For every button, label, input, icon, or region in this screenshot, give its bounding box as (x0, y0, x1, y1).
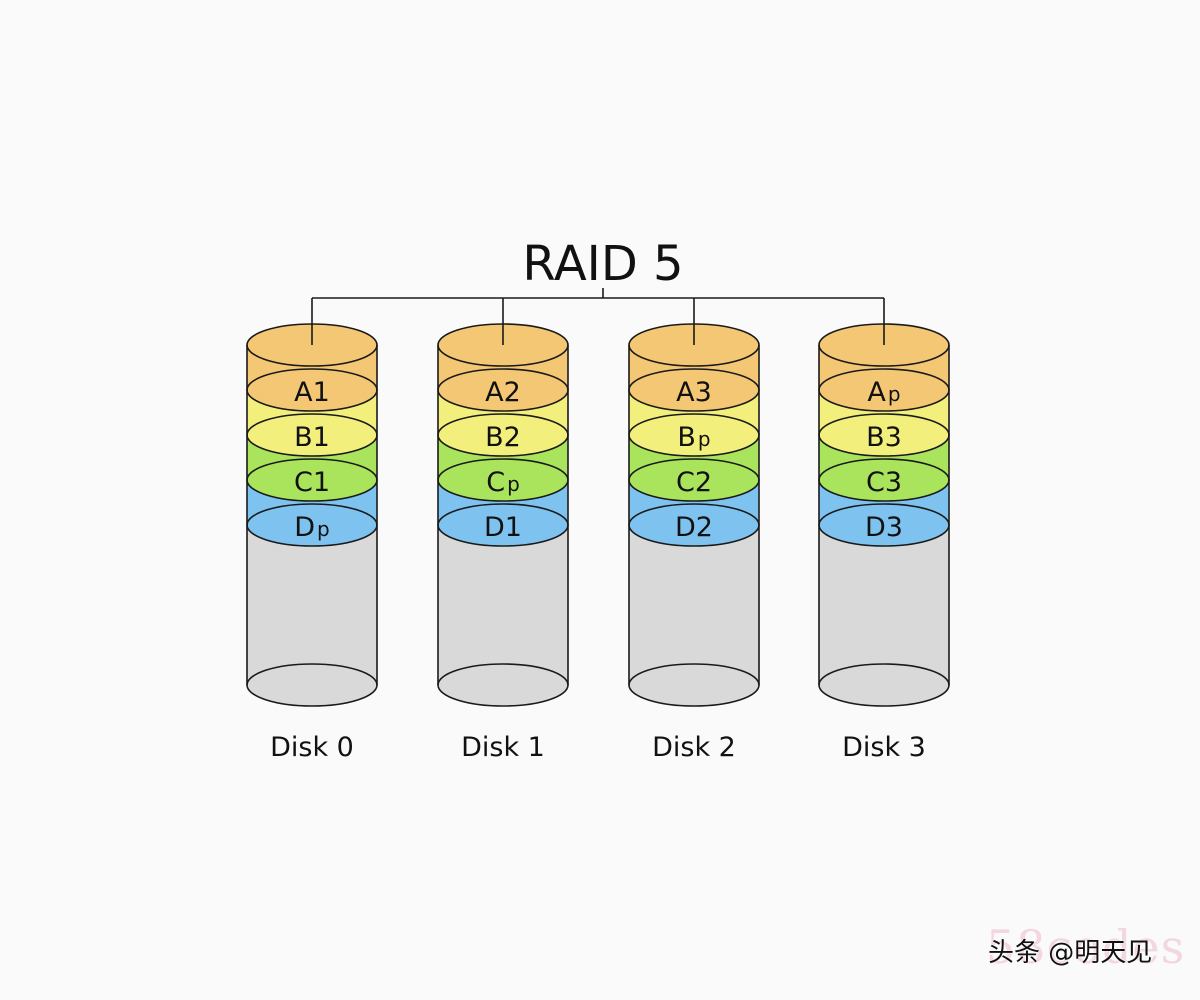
block-label-C2: C2 (676, 467, 712, 498)
disk-bottom (628, 663, 760, 707)
watermark: 58codes 头条 @明天见 (982, 920, 1184, 996)
block-label-A2: A2 (485, 377, 521, 408)
block-label-A1: A1 (294, 377, 330, 408)
block-label-D1: D1 (484, 512, 522, 543)
disk-label: Disk 3 (842, 732, 926, 763)
disk-bottom (246, 663, 378, 707)
block-label-C1: C1 (294, 467, 330, 498)
disk-bottom (818, 663, 950, 707)
block-label-D3: D3 (865, 512, 903, 543)
disk-bottom (437, 663, 569, 707)
disk-empty-space (438, 525, 568, 685)
watermark-site: 58codes (986, 920, 1186, 974)
disk-empty-space (247, 525, 377, 685)
disk-empty-space (629, 525, 759, 685)
connector-lines (312, 288, 884, 299)
block-label-B2: B2 (485, 422, 521, 453)
diagram-title: RAID 5 (522, 236, 683, 292)
disk-empty-space (819, 525, 949, 685)
disk-label: Disk 2 (652, 732, 736, 763)
block-label-A3: A3 (676, 377, 712, 408)
block-label-D2: D2 (675, 512, 713, 543)
disk-label: Disk 0 (270, 732, 354, 763)
disk-label: Disk 1 (461, 732, 545, 763)
block-label-C3: C3 (866, 467, 902, 498)
block-label-B1: B1 (294, 422, 330, 453)
block-label-B3: B3 (866, 422, 902, 453)
watermark-credit: 头条 @明天见 (988, 938, 1153, 968)
